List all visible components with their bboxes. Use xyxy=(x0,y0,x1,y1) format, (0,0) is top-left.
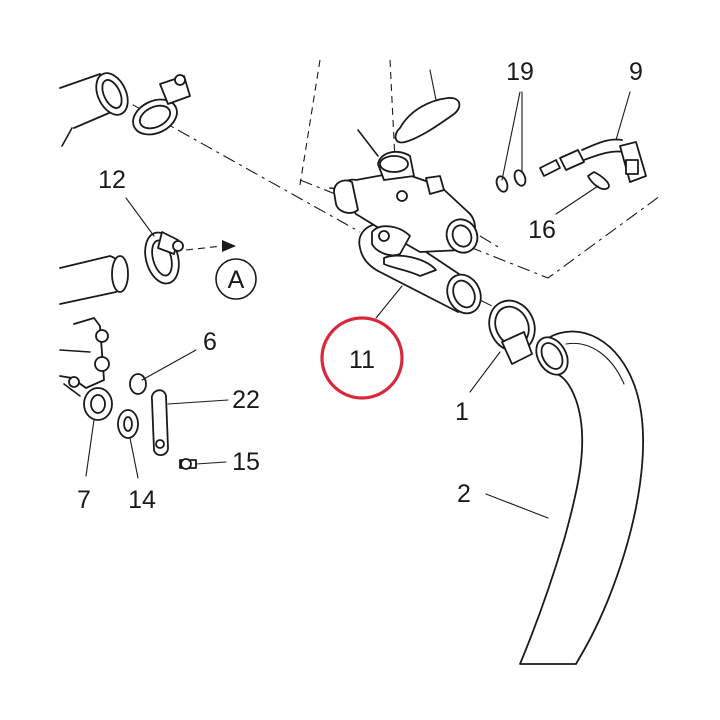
middle-left-pipe xyxy=(59,255,129,305)
upper-left-pipe xyxy=(59,72,129,147)
rubber-cap xyxy=(129,373,147,395)
callout-11: 11 xyxy=(349,346,375,374)
view-marker-label: A xyxy=(228,266,245,294)
view-marker-a: A xyxy=(215,258,257,300)
callout-1: 1 xyxy=(455,398,469,426)
part-callouts: 19 9 12 16 6 11 22 1 15 7 14 2 xyxy=(77,58,643,514)
callout-22: 22 xyxy=(232,386,260,414)
retaining-strap xyxy=(151,389,169,456)
callout-6: 6 xyxy=(203,328,217,356)
callout-2: 2 xyxy=(457,480,471,508)
upper-hose-clamp xyxy=(132,74,191,136)
leader-lines xyxy=(85,91,631,519)
thermostat-housing xyxy=(333,150,482,315)
callout-15: 15 xyxy=(232,448,260,476)
callout-9: 9 xyxy=(629,58,643,86)
callout-12: 12 xyxy=(98,166,126,194)
coolant-hose xyxy=(519,330,644,665)
mounting-bracket xyxy=(59,317,110,389)
callout-7: 7 xyxy=(77,486,91,514)
highlight-circle xyxy=(320,316,404,400)
callout-19: 19 xyxy=(506,58,534,86)
callout-14: 14 xyxy=(128,486,156,514)
bracket-grommets xyxy=(63,376,139,439)
middle-hose-clamp xyxy=(144,231,236,285)
lower-hose-clamp xyxy=(488,299,536,365)
callout-16: 16 xyxy=(528,216,556,244)
screw xyxy=(179,458,197,470)
sensor-o-rings xyxy=(495,169,527,193)
temperature-sensor-harness xyxy=(539,138,647,190)
